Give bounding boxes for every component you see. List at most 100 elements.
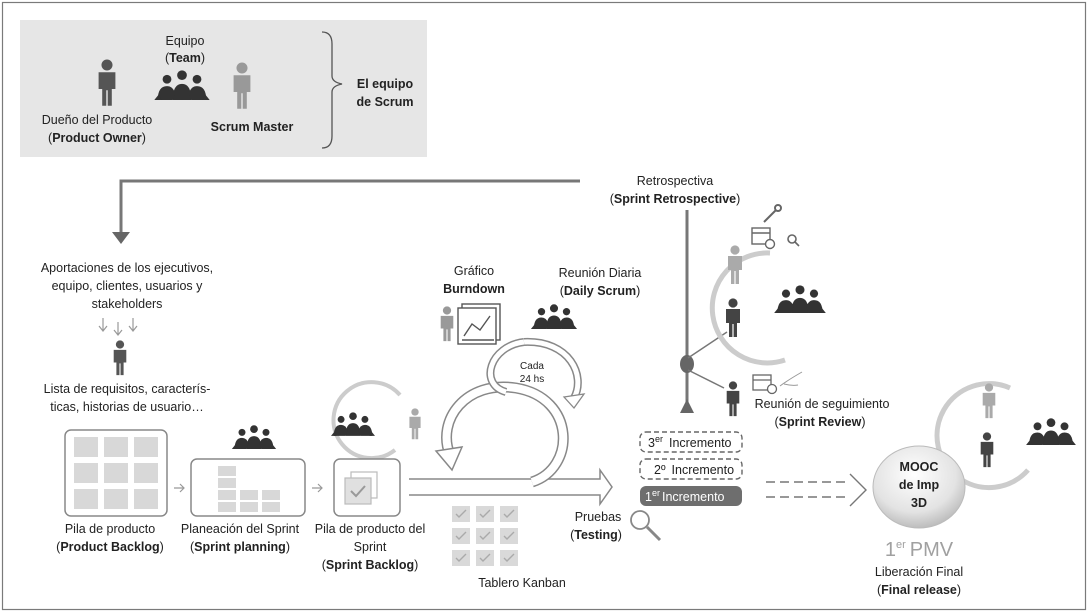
scrum-team-box: Equipo (Team) Dueño del Producto (Produc…	[20, 20, 427, 157]
increment-1-box	[640, 486, 742, 506]
sprint-backlog-label-line1: Pila de producto del	[315, 522, 426, 536]
burndown-chart-icon	[457, 303, 501, 345]
connector-line-review	[687, 369, 725, 389]
requirements-line1: Lista de requisitos, caracterís-	[44, 382, 211, 396]
cycle-label-line1: Cada	[520, 361, 544, 372]
burndown-label-line2: Burndown	[443, 282, 505, 296]
sprint-planning: Planeación del Sprint (Sprint planning)	[181, 425, 306, 554]
magnifier-small-icon	[787, 234, 800, 247]
sprint-backlog-group-icon	[331, 412, 375, 436]
mooc-circle	[872, 445, 966, 529]
calendar-icon	[751, 227, 776, 250]
spiral-arrow-head	[434, 446, 464, 472]
connector-node	[680, 355, 694, 373]
kanban-checks-icon	[455, 509, 515, 562]
sprint-backlog-check-icon	[350, 485, 366, 498]
sprint-backlog-label-en: (Sprint Backlog)	[322, 558, 419, 572]
sprint-review-label-en: (Sprint Review)	[774, 415, 865, 429]
burndown-label-line1: Gráfico	[454, 264, 494, 278]
mooc-label-line1: MOOC	[900, 460, 939, 474]
sprint-planning-label-en: (Sprint planning)	[190, 540, 290, 554]
retro-person-dark-icon	[726, 298, 740, 337]
daily-cycle-arrow-head	[562, 393, 586, 410]
input-arrows-icon	[98, 318, 138, 336]
sprint-backlog-person-icon	[409, 408, 421, 440]
sprint-spiral: Cada 24 hs	[409, 337, 613, 507]
arrow-planning-to-sprint-backlog	[312, 483, 323, 493]
wrench-icon	[763, 204, 782, 223]
release-dashed-arrow	[766, 473, 867, 507]
retrospective-cycle	[709, 204, 826, 366]
sprint-backlog-label-line2: Sprint	[354, 540, 387, 554]
retro-person-light-icon	[728, 245, 742, 284]
sprint-backlog: Pila de producto del Sprint (Sprint Back…	[315, 380, 426, 572]
testing-label: Pruebas	[575, 510, 622, 524]
stakeholder-inputs-line2: equipo, clientes, usuarios y	[52, 279, 204, 293]
product-backlog-label-en: (Product Backlog)	[56, 540, 164, 554]
review-calendar-icon	[752, 374, 778, 395]
daily-cycle-band-inner-left	[487, 339, 525, 395]
retrospective-feedback-line	[119, 179, 580, 232]
product-backlog: Pila de producto (Product Backlog)	[56, 429, 168, 554]
increment-2-box	[639, 458, 743, 480]
testing-label-en: (Testing)	[570, 528, 622, 542]
increment-3-box	[639, 431, 743, 453]
kanban-board: Tablero Kanban	[452, 506, 566, 590]
review-chart-lines-icon	[779, 371, 803, 387]
team-label: Equipo	[166, 34, 205, 48]
mooc-label-line2: de Imp	[899, 478, 940, 492]
release-cycle-arc	[934, 381, 1030, 490]
stakeholder-inputs-line1: Aportaciones de los ejecutivos,	[41, 261, 213, 275]
sprint-planning-label: Planeación del Sprint	[181, 522, 300, 536]
arrow-backlog-to-planning	[174, 483, 185, 493]
feedback-arrow-head	[112, 232, 130, 244]
planning-group-icon	[231, 425, 277, 449]
daily-scrum-label-en: (Daily Scrum)	[560, 284, 641, 298]
product-backlog-label: Pila de producto	[65, 522, 155, 536]
kanban-label: Tablero Kanban	[478, 576, 566, 590]
team-box-background	[20, 20, 427, 157]
sprint-backlog-cycle-arc	[331, 380, 402, 461]
team-label-en: (Team)	[165, 51, 205, 65]
scrum-team-label-line1: El equipo	[357, 77, 414, 91]
connector-up-arrow	[680, 399, 694, 413]
final-release-label: Liberación Final	[875, 565, 963, 579]
retrospective-label: Retrospectiva	[637, 174, 713, 188]
sprint-planning-items-icon	[218, 466, 280, 512]
release-group-icon	[1026, 418, 1076, 445]
scrum-master-label: Scrum Master	[211, 120, 294, 134]
retro-cycle-arc	[709, 250, 786, 366]
retrospective-label-en: (Sprint Retrospective)	[610, 192, 741, 206]
sprint-main-arrow	[409, 467, 613, 507]
cycle-label-line2: 24 hs	[520, 374, 544, 385]
scrum-team-label-line2: de Scrum	[357, 95, 414, 109]
daily-scrum-label: Reunión Diaria	[559, 266, 642, 280]
retro-group-icon	[774, 285, 826, 313]
review-person-icon	[726, 381, 740, 417]
daily-cycle-band-inner	[523, 339, 581, 400]
product-backlog-grid-icon	[74, 437, 158, 509]
burndown-person-icon	[440, 306, 454, 342]
product-owner-small-icon	[113, 340, 127, 376]
mooc-label-line3: 3D	[911, 496, 927, 510]
requirements-line2: ticas, historias de usuario…	[50, 400, 204, 414]
product-owner-label-en: (Product Owner)	[48, 131, 146, 145]
magnifier-icon	[630, 510, 662, 542]
product-owner-label: Dueño del Producto	[42, 113, 153, 127]
release-person-light-icon	[982, 383, 996, 419]
daily-scrum-group-icon	[530, 304, 578, 329]
spiral-outer-band-inner	[442, 382, 568, 486]
final-release-label-en: (Final release)	[877, 583, 961, 597]
sprint-backlog-sheet-front	[344, 477, 372, 505]
sprint-review-label: Reunión de seguimiento	[755, 397, 890, 411]
stakeholder-inputs-line3: stakeholders	[92, 297, 163, 311]
release-person-dark-icon	[980, 432, 994, 468]
